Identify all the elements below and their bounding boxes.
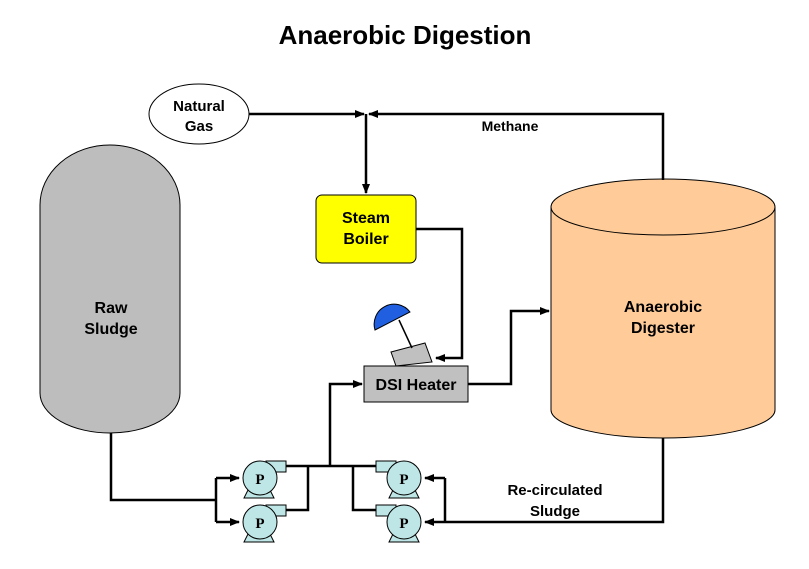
pump-label: P [255,516,264,532]
diagram-title: Anaerobic Digestion [279,20,532,50]
pump-label: P [399,516,408,532]
pump-icon: P [375,460,422,499]
anaerobic-digester: Anaerobic Digester [550,178,776,439]
raw-sludge-label-line1: Raw [95,300,128,317]
raw-sludge-tank: Raw Sludge [39,144,181,434]
natural-gas-node: Natural Gas [148,83,250,145]
natural-gas-label-line1: Natural [173,98,225,115]
natural-gas-label-line2: Gas [185,118,213,135]
control-valve-icon [373,303,433,367]
raw-sludge-label-line2: Sludge [84,321,137,338]
pump-label: P [255,472,264,488]
pump-icon: P [242,460,287,499]
pump-label: P [399,472,408,488]
steam-boiler: Steam Boiler [315,194,417,264]
recirculated-label-line2: Sludge [530,503,580,520]
steam-boiler-label-line2: Boiler [343,231,388,248]
recirculated-label-line1: Re-circulated [507,482,602,499]
dsi-heater-label: DSI Heater [376,377,457,394]
flow-lines [109,110,665,526]
digester-label-line2: Digester [631,320,695,337]
dsi-heater: DSI Heater [363,365,469,403]
steam-boiler-label-line1: Steam [342,210,390,227]
pump-icon: P [242,504,287,543]
methane-label: Methane [482,118,539,134]
digester-label-line1: Anaerobic [624,299,702,316]
pump-icon: P [375,504,422,543]
